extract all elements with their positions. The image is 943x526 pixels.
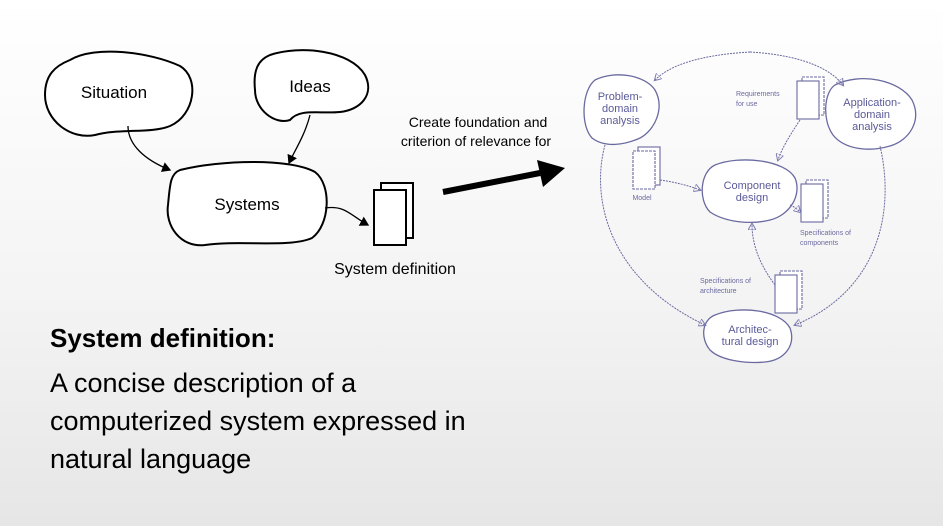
- situation-bubble: [43, 50, 194, 137]
- arrow-architecture-to-component: [752, 224, 776, 286]
- big-arrow-head: [537, 160, 565, 187]
- arrow-left-loop: [600, 144, 705, 325]
- ideas-label: Ideas: [289, 77, 331, 96]
- architectural-design-line1: Architec-: [728, 324, 772, 336]
- arrow-situation-to-systems: [127, 125, 172, 172]
- system-definition-label: System definition: [334, 261, 456, 278]
- requirements-line1: Requirements: [736, 91, 780, 98]
- arrow-caption-line1: Create foundation and: [409, 114, 548, 130]
- right-diagram-labels: Problem- domain analysis Application- do…: [598, 91, 901, 348]
- arrow-component-to-spec: [789, 204, 800, 212]
- ideas-bubble: [253, 49, 370, 122]
- left-diagram: Situation Ideas Systems System definitio…: [43, 49, 565, 278]
- definition-block: System definition: A concise description…: [50, 323, 490, 478]
- spec-architecture-document-icon: [774, 270, 803, 314]
- arrow-ideas-to-systems: [287, 114, 311, 165]
- spec-architecture-line1: Specifications of: [700, 278, 751, 285]
- systems-label: Systems: [214, 195, 279, 214]
- arrow-right-loop: [795, 145, 886, 325]
- spec-architecture-line2: architecture: [700, 288, 737, 295]
- component-design-bubble: [701, 159, 798, 223]
- problem-domain-line1: Problem-: [598, 91, 643, 103]
- definition-body: A concise description of a computerized …: [50, 368, 466, 474]
- component-design-line2: design: [736, 192, 768, 204]
- arrow-requirements-to-component: [778, 119, 801, 160]
- spec-components-line1: Specifications of: [800, 230, 851, 237]
- application-domain-bubble: [825, 78, 917, 150]
- arrow-top-loop-to-problem: [655, 51, 751, 80]
- document-icon: [373, 182, 414, 246]
- requirements-line2: for use: [736, 101, 758, 108]
- arrow-top-loop-to-application: [749, 51, 843, 85]
- requirements-document-icon: [796, 76, 825, 120]
- spec-components-document-icon: [800, 179, 829, 223]
- problem-domain-line3: analysis: [600, 115, 640, 127]
- big-arrow-shaft: [442, 170, 541, 195]
- problem-domain-bubble: [583, 74, 660, 146]
- spec-components-line2: components: [800, 240, 839, 247]
- arrow-systems-to-definition: [324, 206, 370, 226]
- architectural-design-line2: tural design: [722, 336, 779, 348]
- situation-label: Situation: [81, 83, 147, 102]
- model-document-icon: [632, 146, 661, 190]
- application-domain-line2: domain: [854, 109, 890, 121]
- right-diagram: [583, 51, 917, 364]
- model-label: Model: [632, 195, 652, 202]
- application-domain-line1: Application-: [843, 97, 901, 109]
- component-design-line1: Component: [724, 180, 781, 192]
- arrow-model-to-component: [659, 179, 700, 190]
- application-domain-line3: analysis: [852, 121, 892, 133]
- arrow-caption-line2: criterion of relevance for: [401, 133, 552, 149]
- definition-title: System definition:: [50, 323, 276, 353]
- systems-bubble: [166, 161, 328, 247]
- problem-domain-line2: domain: [602, 103, 638, 115]
- architectural-design-bubble: [703, 309, 793, 364]
